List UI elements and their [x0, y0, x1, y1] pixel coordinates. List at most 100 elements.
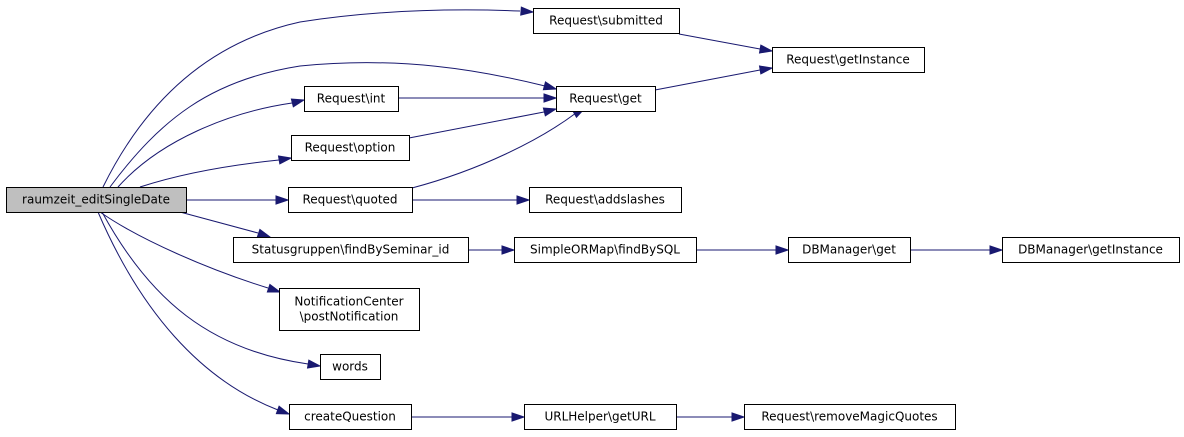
node-int[interactable]: Request\int [304, 86, 399, 112]
edge-submitted-to-getInstance [678, 33, 774, 54]
node-findBySQL[interactable]: SimpleORMap\findBySQL [514, 237, 697, 263]
edge-line [102, 9, 521, 188]
node-box [524, 404, 677, 430]
node-box [320, 354, 381, 380]
arrowhead-icon [501, 245, 516, 255]
edge-line [411, 112, 577, 189]
arrowhead-icon [520, 6, 535, 16]
node-box [304, 86, 399, 112]
node-geturl[interactable]: URLHelper\getURL [524, 404, 677, 430]
node-box [6, 187, 187, 213]
edge-findBySeminar-to-findBySQL [468, 245, 516, 255]
node-words[interactable]: words [320, 354, 381, 380]
edge-int-to-get [398, 93, 558, 103]
node-label: Request\option [305, 141, 396, 155]
arrowhead-icon [758, 65, 774, 75]
edge-line [139, 159, 280, 188]
edge-line [101, 211, 309, 365]
edge-root-to-submitted [102, 6, 535, 188]
node-label: Request\addslashes [545, 193, 665, 207]
node-dbgetInstance[interactable]: DBManager\getInstance [1002, 237, 1180, 263]
arrowhead-icon [775, 245, 790, 255]
node-addslashes[interactable]: Request\addslashes [529, 187, 682, 213]
edge-line [117, 102, 293, 188]
edge-line [179, 211, 259, 234]
node-box [1002, 237, 1180, 263]
node-label: createQuestion [304, 410, 396, 424]
edge-line [678, 33, 761, 50]
edge-root-to-notification [99, 211, 282, 293]
edge-findBySQL-to-dbget [696, 245, 790, 255]
edge-root-to-int [117, 98, 306, 188]
arrowhead-icon [256, 228, 272, 238]
node-box [279, 288, 420, 331]
node-removeMagic[interactable]: Request\removeMagicQuotes [744, 404, 956, 430]
edge-createQuestion-to-geturl [411, 412, 526, 422]
node-box [514, 237, 697, 263]
edge-option-to-get [408, 107, 558, 139]
node-label: Request\removeMagicQuotes [761, 410, 937, 424]
node-label: NotificationCenter [294, 295, 403, 309]
node-notification[interactable]: NotificationCenter\postNotification [279, 288, 420, 331]
edge-root-to-option [139, 155, 293, 188]
node-box [233, 237, 469, 263]
node-label: words [332, 360, 368, 374]
node-label: DBManager\getInstance [1018, 243, 1163, 257]
arrowhead-icon [290, 98, 306, 108]
node-box [288, 187, 413, 213]
node-option[interactable]: Request\option [291, 135, 410, 161]
node-box [556, 86, 656, 112]
node-label: URLHelper\getURL [544, 410, 655, 424]
node-submitted[interactable]: Request\submitted [533, 8, 680, 34]
node-box [291, 135, 410, 161]
node-box [772, 47, 925, 73]
edge-geturl-to-removeMagic [676, 412, 746, 422]
node-createQuestion[interactable]: createQuestion [289, 404, 412, 430]
node-box [533, 8, 680, 34]
edge-root-to-findBySeminar [179, 211, 272, 238]
edge-root-to-createQuestion [97, 211, 291, 415]
edge-line [654, 69, 761, 91]
node-box [788, 237, 911, 263]
node-label: raumzeit_editSingleDate [22, 193, 170, 207]
node-label: Request\submitted [549, 14, 663, 28]
arrowhead-icon [731, 412, 746, 422]
arrowhead-icon [511, 412, 526, 422]
node-dbget[interactable]: DBManager\get [788, 237, 911, 263]
node-box [529, 187, 682, 213]
node-findBySeminar[interactable]: Statusgruppen\findBySeminar_id [233, 237, 469, 263]
node-label: DBManager\get [802, 243, 896, 257]
node-label: Statusgruppen\findBySeminar_id [252, 243, 450, 257]
arrowhead-icon [542, 81, 558, 91]
node-getInstance[interactable]: Request\getInstance [772, 47, 925, 73]
node-label: SimpleORMap\findBySQL [530, 243, 680, 257]
edge-line [97, 211, 279, 411]
arrowhead-icon [275, 405, 291, 415]
edge-root-to-quoted [186, 195, 290, 205]
arrowhead-icon [275, 195, 290, 205]
node-quoted[interactable]: Request\quoted [288, 187, 413, 213]
edge-line [109, 62, 546, 188]
arrowhead-icon [542, 107, 558, 117]
edge-quoted-to-addslashes [412, 195, 531, 205]
arrowhead-icon [543, 93, 558, 103]
node-label: Request\get [569, 92, 642, 106]
arrowhead-icon [758, 44, 774, 54]
edges-layer [97, 6, 1004, 422]
edge-root-to-words [101, 211, 322, 369]
edge-root-to-get [109, 62, 558, 188]
node-box [289, 404, 412, 430]
node-get[interactable]: Request\get [556, 86, 656, 112]
node-root[interactable]: raumzeit_editSingleDate [6, 187, 187, 213]
node-label: Request\getInstance [786, 53, 910, 67]
arrowhead-icon [277, 155, 293, 165]
nodes-layer: raumzeit_editSingleDate Request\submitted… [6, 8, 1180, 430]
edge-line [408, 111, 545, 139]
node-label: \postNotification [300, 310, 399, 324]
arrowhead-icon [266, 283, 282, 293]
arrowhead-icon [306, 359, 322, 369]
edge-quoted-to-get [411, 107, 587, 189]
edge-get-to-getInstance [654, 65, 774, 91]
edge-line [99, 211, 269, 289]
